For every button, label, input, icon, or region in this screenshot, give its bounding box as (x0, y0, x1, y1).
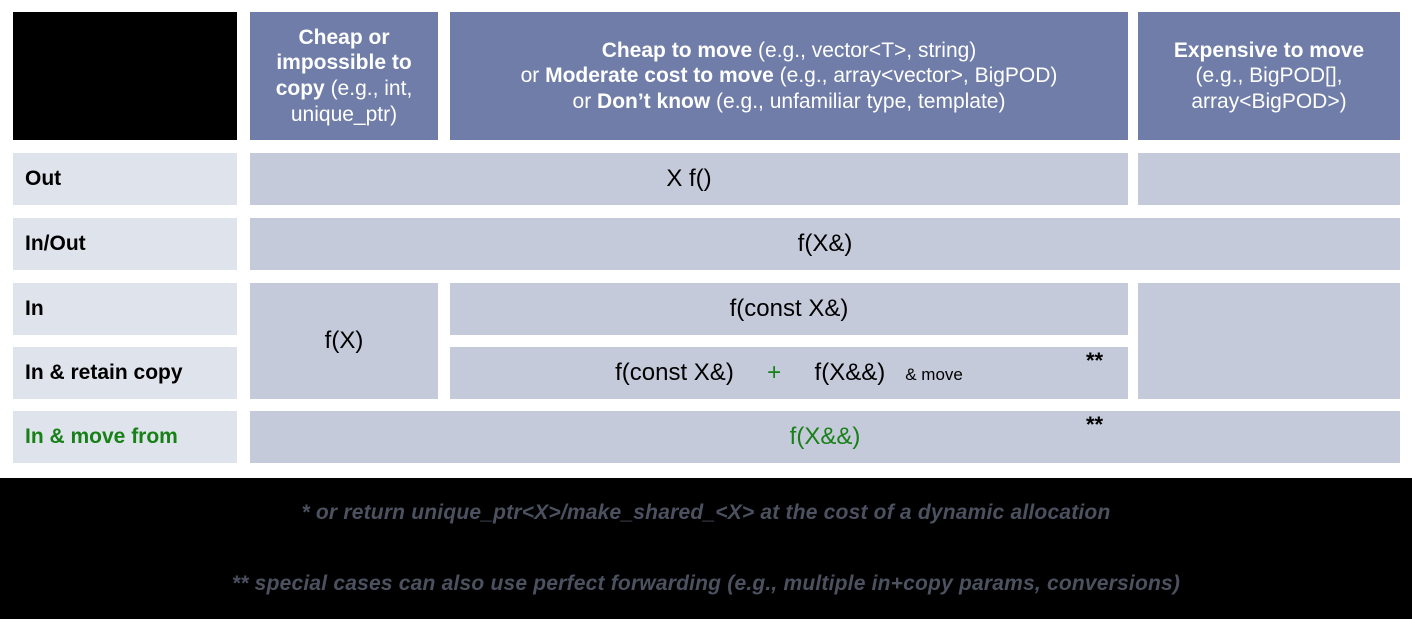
cell-text: f(X&&) (789, 423, 861, 450)
cell-out-expensive (1138, 153, 1400, 205)
row-label-in-out: In/Out (13, 218, 237, 270)
hdr-line-example: (e.g., BigPOD[], (1195, 64, 1343, 88)
hdr-line-example: (e.g., array<vector>, BigPOD) (773, 64, 1058, 88)
footnote-mark-move-from: ** (1086, 414, 1103, 436)
cell-text: f(const X&) (729, 295, 849, 322)
corner-black-block (13, 12, 237, 140)
cell-text: X f() (666, 165, 712, 192)
double-star-text: ** (1086, 412, 1104, 437)
row-label-text: In & retain copy (25, 361, 183, 384)
hdr-line-text: Cheap or (298, 25, 390, 49)
footnote-text: * or return unique_ptr<X>/make_shared_<X… (301, 501, 1111, 524)
hdr-line-text: Expensive to move (1173, 38, 1365, 62)
footnote-double-star: ** special cases can also use perfect fo… (0, 572, 1412, 596)
cell-text-part3: & move (905, 365, 963, 384)
double-star-text: ** (1086, 348, 1104, 373)
hdr-line-example: (e.g., int, (324, 77, 413, 100)
cell-text-part2: f(X&&) (814, 359, 886, 386)
hdr-line-text: impossible to (276, 51, 412, 75)
hdr-line-example: (e.g., vector<T>, string) (752, 38, 977, 62)
cell-in-expensive (1138, 283, 1400, 399)
cell-in-out-value: f(X&) (250, 218, 1400, 270)
hdr-line-text: Cheap to move (601, 38, 753, 62)
row-label-text: In & move from (25, 425, 178, 448)
hdr-line-text: Moderate cost to move (545, 64, 774, 88)
hdr-line-example: unique_ptr) (290, 102, 398, 126)
hdr-line-prefix: or (520, 64, 546, 88)
row-label-text: In/Out (25, 232, 86, 255)
footnote-mark-retain-copy: ** (1086, 350, 1103, 372)
header-cheap-to-move: Cheap to move (e.g., vector<T>, string) … (450, 12, 1128, 140)
hdr-line-example: (e.g., unfamiliar type, template) (710, 89, 1006, 113)
cell-fx-merged: f(X) (250, 283, 438, 399)
row-label-text: In (25, 297, 44, 320)
footnote-text: ** special cases can also use perfect fo… (231, 572, 1181, 595)
hdr-line-prefix: or (572, 89, 598, 113)
cell-text-plus: + (767, 359, 782, 386)
footnote-band (0, 478, 1412, 619)
hdr-line-text: Don’t know (597, 89, 711, 113)
cell-out-value: X f() (250, 153, 1128, 205)
hdr-line-text: copy (275, 77, 325, 100)
hdr-line-example: array<BigPOD>) (1191, 89, 1347, 113)
footnote-single-star: * or return unique_ptr<X>/make_shared_<X… (0, 501, 1412, 525)
cell-text: f(X) (324, 327, 364, 354)
row-label-text: Out (25, 167, 62, 190)
cell-text-part1: f(const X&) (615, 359, 734, 386)
row-label-out: Out (13, 153, 237, 205)
cell-in-retain-copy-value: f(const X&) + f(X&&) & move (450, 347, 1128, 399)
row-label-in-retain-copy: In & retain copy (13, 347, 237, 399)
cell-in-move-from-value: f(X&&) (250, 411, 1400, 463)
row-label-in: In (13, 283, 237, 335)
row-label-in-move-from: In & move from (13, 411, 237, 463)
cell-in-value: f(const X&) (450, 283, 1128, 335)
cell-text: f(X&) (797, 230, 853, 257)
header-cheap-or-impossible-to-copy: Cheap or impossible to copy (e.g., int, … (250, 12, 438, 140)
header-expensive-to-move: Expensive to move (e.g., BigPOD[], array… (1138, 12, 1400, 140)
